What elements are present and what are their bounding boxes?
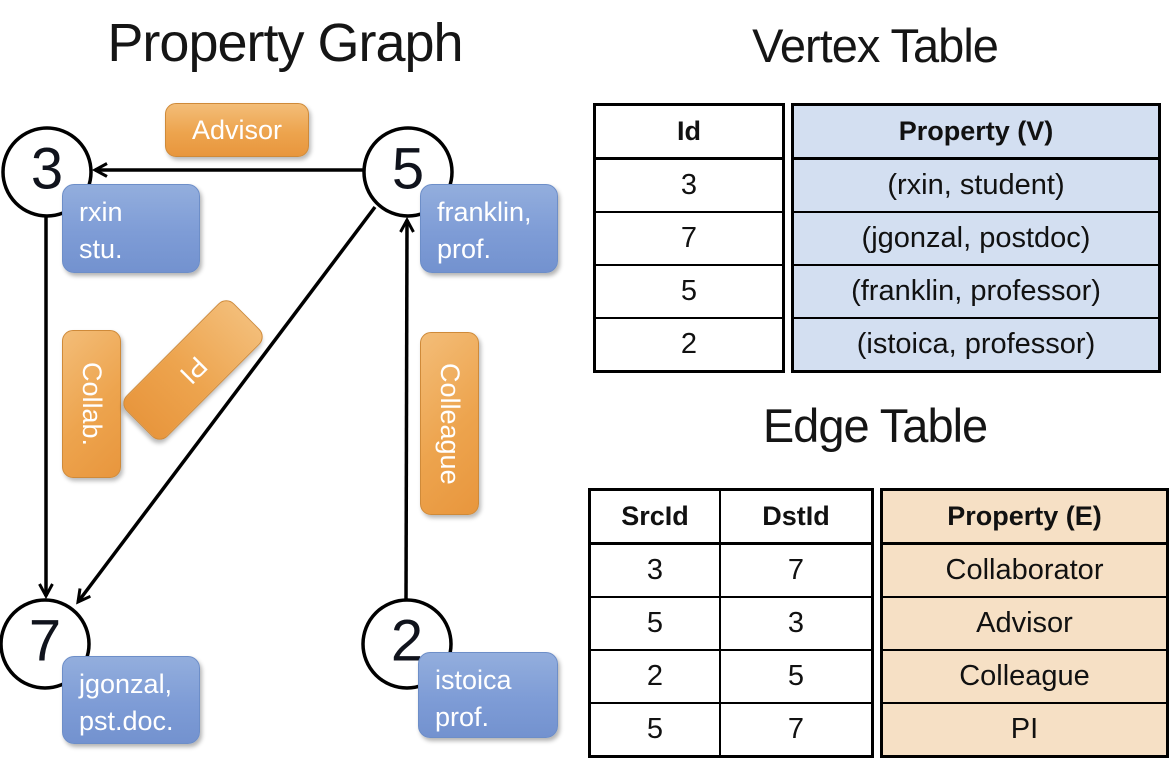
node-property-line: pst.doc. (79, 706, 174, 736)
vertex-table: Id 3 7 5 2 Property (V) (rxin, student) … (593, 103, 1161, 373)
table-cell: Advisor (883, 596, 1166, 649)
vertex-table-id-column: Id 3 7 5 2 (593, 103, 785, 373)
edge-table-property-column: Property (E) Collaborator Advisor Collea… (880, 488, 1169, 758)
edge-table-srcid-column: SrcId 3 5 2 5 (591, 491, 719, 755)
node-property-line: jgonzal, (79, 669, 173, 699)
node-property-box-7: jgonzal, pst.doc. (62, 656, 200, 744)
edge-5-to-7 (78, 205, 377, 602)
column-header: DstId (721, 491, 871, 543)
node-property-box-2: istoica prof. (418, 652, 558, 738)
node-id-5: 5 (391, 136, 425, 202)
table-cell: 5 (596, 264, 782, 317)
table-cell: 7 (721, 702, 871, 755)
table-cell: 5 (591, 702, 719, 755)
vertex-table-property-column: Property (V) (rxin, student) (jgonzal, p… (791, 103, 1161, 373)
vertex-table-title: Vertex Table (752, 19, 999, 72)
node-property-line: istoica (435, 665, 512, 695)
edge-table: SrcId 3 5 2 5 DstId 7 3 5 7 Property (E)… (588, 488, 1169, 758)
table-cell: 5 (721, 649, 871, 702)
table-cell: 2 (596, 317, 782, 370)
edge-label-advisor: Advisor (165, 103, 309, 157)
table-cell: (rxin, student) (794, 158, 1158, 211)
table-cell: Colleague (883, 649, 1166, 702)
column-header: SrcId (591, 491, 719, 543)
edge-label-collab: Collab. (62, 330, 121, 478)
node-id-2: 2 (390, 608, 424, 674)
edge-label-colleague: Colleague (420, 332, 479, 515)
table-cell: 2 (591, 649, 719, 702)
edge-table-id-columns: SrcId 3 5 2 5 DstId 7 3 5 7 (588, 488, 874, 758)
table-cell: 5 (591, 596, 719, 649)
property-graph-title: Property Graph (107, 13, 463, 73)
table-cell: (franklin, professor) (794, 264, 1158, 317)
edge-table-title: Edge Table (762, 399, 988, 452)
table-cell: (jgonzal, postdoc) (794, 211, 1158, 264)
column-header: Property (E) (883, 491, 1166, 543)
node-property-line: prof. (435, 702, 490, 732)
table-cell: (istoica, professor) (794, 317, 1158, 370)
table-cell: 3 (591, 543, 719, 596)
table-cell: 7 (596, 211, 782, 264)
column-header: Id (596, 106, 782, 158)
node-id-7: 7 (28, 608, 62, 674)
edge-2-to-5 (406, 220, 407, 602)
node-property-line: prof. (437, 234, 492, 264)
table-cell: 3 (596, 158, 782, 211)
edge-table-dstid-column: DstId 7 3 5 7 (719, 491, 871, 755)
table-cell: 3 (721, 596, 871, 649)
column-header: Property (V) (794, 106, 1158, 158)
node-property-box-5: franklin, prof. (420, 184, 558, 273)
node-property-line: franklin, (437, 197, 532, 227)
node-id-3: 3 (30, 136, 64, 202)
node-property-line: rxin (79, 197, 123, 227)
table-cell: 7 (721, 543, 871, 596)
table-cell: Collaborator (883, 543, 1166, 596)
node-property-line: stu. (79, 234, 123, 264)
node-property-box-3: rxin stu. (62, 184, 200, 273)
table-cell: PI (883, 702, 1166, 755)
